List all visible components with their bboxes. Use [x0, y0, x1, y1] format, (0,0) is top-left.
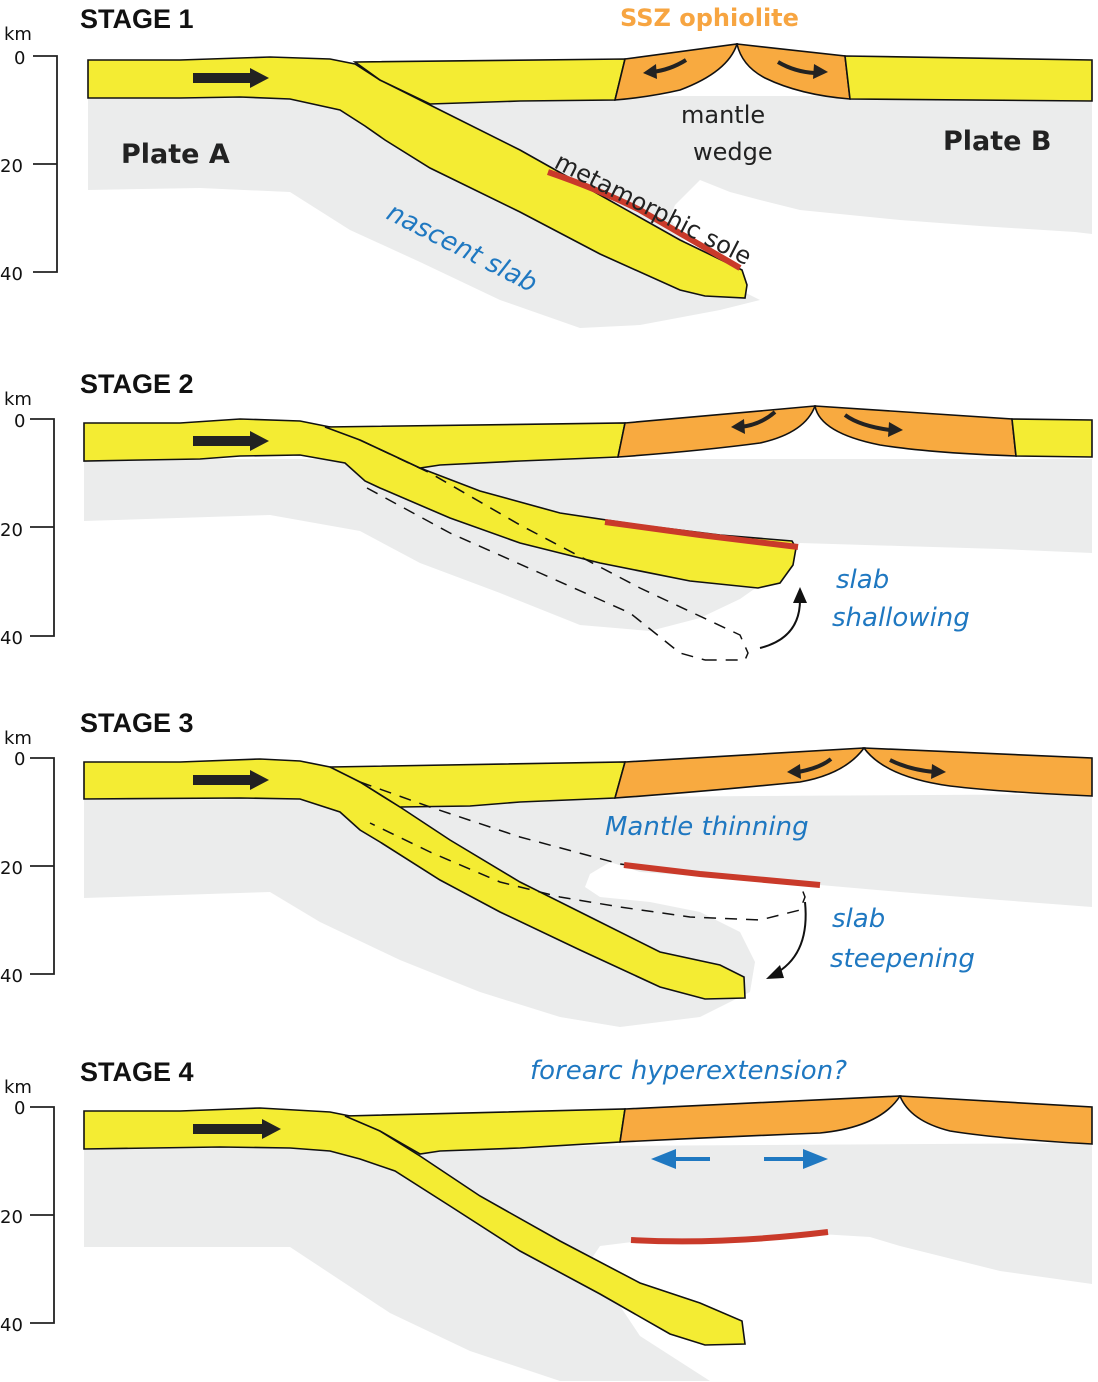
slab-shallowing-label-line1: slab — [836, 565, 889, 595]
stage-1: STAGE 1 km 0 20 40 — [0, 4, 1093, 328]
stage-4-title: STAGE 4 — [80, 1057, 194, 1087]
stage-2-title: STAGE 2 — [80, 369, 194, 399]
slab-shallowing-arrow — [759, 587, 807, 649]
plate-motion-arrow — [193, 431, 269, 451]
axis-unit: km — [4, 24, 32, 45]
spreading-arrow-left — [731, 410, 777, 434]
metamorphic-sole — [623, 862, 821, 888]
tick-label-0: 0 — [14, 48, 25, 69]
ssz-ophiolite-left — [619, 1095, 902, 1143]
tick-label-20: 20 — [0, 858, 23, 879]
axis-unit: km — [4, 728, 32, 749]
mantle-thinning-label: Mantle thinning — [605, 812, 809, 842]
tick-label-20: 20 — [0, 520, 23, 541]
stage-3-depth-axis: km 0 20 40 — [0, 728, 55, 987]
spreading-arrow-right — [843, 413, 903, 437]
stage-4-depth-axis: km 0 20 40 — [0, 1077, 55, 1336]
previous-slab-outline-top — [359, 439, 749, 661]
plate-motion-arrow — [193, 1119, 281, 1139]
slab-shallowing-label-line2: shallowing — [832, 603, 970, 633]
slab-steepening-label-line1: slab — [832, 904, 885, 934]
stage-2-depth-axis: km 0 20 40 — [0, 389, 55, 649]
ssz-ophiolite-right — [814, 405, 1017, 457]
ssz-ophiolite-label: SSZ ophiolite — [620, 4, 799, 32]
forearc-hyperextension-label: forearc hyperextension? — [530, 1056, 847, 1086]
tick-label-0: 0 — [14, 1098, 25, 1119]
spreading-arrow-left — [643, 58, 688, 79]
slab-steepening-arrow — [766, 901, 807, 979]
ssz-ophiolite-right — [862, 747, 1093, 797]
spreading-arrow-right — [776, 60, 828, 79]
ssz-ophiolite-right — [735, 43, 851, 100]
stage-4: STAGE 4 km 0 20 40 forearc hyperextensio… — [0, 1056, 1093, 1381]
stage-1-depth-axis: km 0 20 40 — [0, 24, 58, 285]
stage-1-title: STAGE 1 — [80, 4, 194, 34]
plate-motion-arrow — [193, 68, 269, 88]
tick-label-40: 40 — [0, 1315, 23, 1336]
stage-2: STAGE 2 km 0 20 40 — [0, 369, 1093, 661]
plate-a-lithosphere — [87, 56, 748, 299]
mantle-wedge-label-line2: wedge — [693, 138, 773, 166]
stage-3: STAGE 3 km 0 20 40 Mantl — [0, 708, 1093, 1027]
axis-unit: km — [4, 389, 32, 410]
axis-unit: km — [4, 1077, 32, 1098]
spreading-arrow-left — [787, 757, 833, 779]
tick-label-40: 40 — [0, 628, 23, 649]
tick-label-20: 20 — [0, 156, 23, 177]
plate-b-lithosphere — [844, 55, 1093, 102]
plate-b-lithosphere — [1011, 418, 1093, 458]
metamorphic-sole — [547, 169, 742, 271]
spreading-arrow-right — [889, 758, 946, 779]
stage-3-title: STAGE 3 — [80, 708, 194, 738]
previous-slab-outline-bottom — [366, 487, 706, 661]
tick-label-40: 40 — [0, 264, 23, 285]
ssz-ophiolite-left — [613, 747, 866, 799]
previous-slab-outline — [359, 781, 806, 921]
plate-b-label: Plate B — [943, 126, 1051, 157]
axis-line — [30, 757, 55, 975]
axis-line — [33, 55, 58, 273]
slab-steepening-label-line2: steepening — [830, 944, 975, 974]
tick-label-40: 40 — [0, 966, 23, 987]
extension-arrow-left — [651, 1149, 710, 1169]
ssz-ophiolite-left — [617, 405, 817, 458]
plate-a-label: Plate A — [121, 139, 230, 170]
mantle — [84, 794, 1092, 1027]
axis-line — [30, 418, 55, 637]
ssz-ophiolite-right — [898, 1095, 1093, 1145]
plate-motion-arrow — [193, 770, 269, 790]
metamorphic-sole — [630, 1229, 829, 1245]
tick-label-0: 0 — [14, 749, 25, 770]
metamorphic-sole — [604, 519, 799, 550]
tick-label-0: 0 — [14, 411, 25, 432]
ssz-ophiolite-left — [613, 43, 739, 101]
extension-arrow-right — [764, 1149, 828, 1169]
tick-label-20: 20 — [0, 1207, 23, 1228]
mantle-wedge-label-line1: mantle — [681, 101, 765, 129]
axis-line — [30, 1106, 55, 1324]
